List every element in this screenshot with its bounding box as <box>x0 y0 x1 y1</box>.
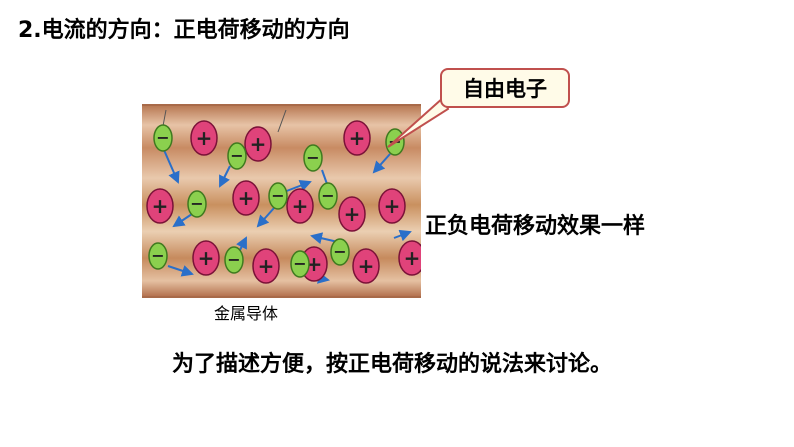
svg-text:−: − <box>156 128 169 147</box>
svg-text:+: + <box>196 126 213 150</box>
positive-ion: + <box>190 120 218 156</box>
conclusion-text: 为了描述方便，按正电荷移动的说法来讨论。 <box>172 352 613 377</box>
leader-line <box>277 109 287 133</box>
free-electron: − <box>303 144 323 172</box>
conductor-caption: 金属导体 <box>214 304 279 323</box>
svg-text:−: − <box>333 242 346 261</box>
charge-diagram: +++++++++++++ −−−−−−−−−−− <box>146 109 421 284</box>
positive-ion: + <box>352 248 380 284</box>
positive-ion: + <box>343 120 371 156</box>
electron-motion-arrow <box>393 229 412 242</box>
svg-text:−: − <box>230 146 243 165</box>
svg-text:−: − <box>271 186 284 205</box>
free-electron: − <box>148 242 168 270</box>
callout-pointer <box>387 95 450 148</box>
svg-text:+: + <box>250 132 267 156</box>
svg-text:+: + <box>306 252 323 276</box>
svg-text:+: + <box>258 254 275 278</box>
svg-text:+: + <box>292 194 309 218</box>
positive-ion: + <box>338 196 366 232</box>
svg-text:−: − <box>321 186 334 205</box>
electron-motion-arrow <box>219 165 231 188</box>
svg-text:−: − <box>151 246 164 265</box>
positive-ion: + <box>398 240 421 276</box>
free-electron: − <box>153 124 173 152</box>
electron-motion-arrow <box>372 153 391 174</box>
electron-motion-arrow <box>172 213 193 228</box>
electron-motion-arrow <box>283 179 312 193</box>
free-electron: − <box>318 182 338 210</box>
svg-text:−: − <box>227 250 240 269</box>
positive-ion: + <box>192 240 220 276</box>
svg-text:+: + <box>238 186 255 210</box>
svg-text:+: + <box>198 246 215 270</box>
electron-motion-arrow <box>256 207 275 228</box>
svg-text:+: + <box>404 246 421 270</box>
svg-text:+: + <box>358 254 375 278</box>
positive-ion: + <box>146 188 174 224</box>
free-electron-callout: 自由电子 <box>440 68 570 108</box>
free-electron: − <box>224 246 244 274</box>
free-electron: − <box>330 238 350 266</box>
svg-text:+: + <box>152 194 169 218</box>
free-electron: − <box>187 190 207 218</box>
positive-ion: + <box>232 180 260 216</box>
side-note: 正负电荷移动效果一样 <box>425 214 646 239</box>
svg-text:−: − <box>306 148 319 167</box>
positive-ion: + <box>252 248 280 284</box>
positive-ion: + <box>378 188 406 224</box>
svg-text:+: + <box>384 194 401 218</box>
free-electron: − <box>227 142 247 170</box>
electron-motion-arrow <box>310 232 339 245</box>
svg-text:+: + <box>344 202 361 226</box>
metal-conductor-illustration: +++++++++++++ −−−−−−−−−−− <box>142 104 421 298</box>
svg-text:−: − <box>190 194 203 213</box>
slide-title: 2.电流的方向：正电荷移动的方向 <box>18 18 350 43</box>
leader-line <box>162 109 167 127</box>
free-electron: − <box>268 182 288 210</box>
positive-ion: + <box>244 126 272 162</box>
free-electron: − <box>290 250 310 278</box>
electron-motion-arrow <box>167 265 194 277</box>
svg-text:+: + <box>349 126 366 150</box>
svg-text:−: − <box>293 254 306 273</box>
positive-ion: + <box>286 188 314 224</box>
electron-motion-arrow <box>163 149 180 184</box>
